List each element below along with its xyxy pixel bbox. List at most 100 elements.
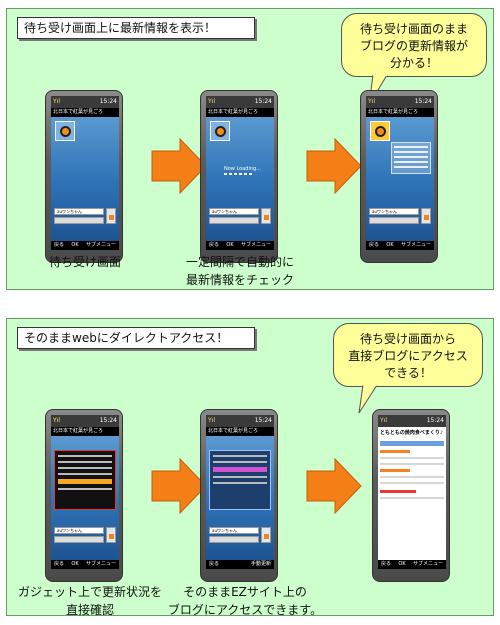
caption-line: 待ち受け画面	[48, 255, 121, 269]
search-field[interactable]: auワンちゃん	[369, 208, 419, 215]
bubble-line: できる！	[384, 366, 432, 380]
softkey-submenu[interactable]: サブメニュー	[240, 242, 271, 248]
bubble-tail	[358, 385, 378, 414]
clock: 15:24	[426, 417, 444, 424]
bubble-line: 分かる！	[389, 56, 438, 70]
link-list-overlay[interactable]	[209, 450, 271, 510]
phone-gadget-detail: Yıl 15:24 北日本で紅葉が見ごろ auワンちゃん 戻る OK サブメニュ…	[45, 409, 123, 582]
caption-line: ガジェット上で更新状況を	[17, 585, 162, 599]
search-field[interactable]: auワンちゃん	[209, 208, 259, 215]
softkey-bar: 戻る OK サブメニュー	[366, 241, 434, 250]
search-field[interactable]: auワンちゃん	[54, 527, 104, 534]
softkey-back[interactable]: 戻る	[369, 242, 380, 248]
bubble-line: 待ち受け画面から	[359, 332, 456, 346]
category-buttons[interactable]	[54, 536, 104, 543]
softkey-bar: 戻る OK サブメニュー	[51, 560, 119, 569]
category-buttons[interactable]	[209, 217, 259, 224]
caption-line: 直接確認	[65, 603, 114, 617]
softkey-submenu[interactable]: サブメニュー	[85, 242, 116, 248]
caption-line: ブログにアクセスできます。	[167, 603, 323, 617]
search-field[interactable]: auワンちゃん	[54, 208, 104, 215]
speech-bubble: 待ち受け画面のまま ブログの更新情報が 分かる！	[341, 13, 487, 77]
update-info-box	[391, 142, 431, 174]
update-status-overlay[interactable]	[54, 450, 116, 510]
caption-step1: ガジェット上で更新状況を 直接確認	[15, 583, 165, 619]
softkey-ok[interactable]: OK	[386, 242, 394, 248]
gadget-title: 北日本で紅葉が見ごろ	[366, 108, 434, 117]
clock: 15:24	[99, 417, 117, 424]
softkey-bar: 戻る OK サブメニュー	[378, 560, 446, 569]
gadget-title: 北日本で紅葉が見ごろ	[51, 108, 119, 117]
softkey-submenu[interactable]: サブメニュー	[412, 561, 443, 567]
category-buttons[interactable]	[369, 217, 419, 224]
caption-line: 最新情報をチェック	[185, 273, 294, 287]
phone-standby: Yıl 15:24 北日本で紅葉が見ごろ auワンちゃん 戻る OK サブメニュ…	[45, 90, 123, 263]
gadget-title: 北日本で紅葉が見ごろ	[51, 427, 119, 436]
softkey-back[interactable]: 戻る	[54, 561, 65, 567]
caption-step2: 一定間隔で自動的に 最新情報をチェック	[175, 253, 305, 289]
phone-screen: Yıl 15:24 北日本で紅葉が見ごろ auワンちゃん 戻る 手動更新	[206, 415, 274, 569]
softkey-ok[interactable]: OK	[398, 561, 406, 567]
softkey-back[interactable]: 戻る	[54, 242, 65, 248]
phone-screen: Yıl 15:24 北日本で紅葉が見ごろ auワンちゃん 戻る OK サブメニュ…	[366, 96, 434, 250]
speech-bubble: 待ち受け画面から 直接ブログにアクセス できる！	[333, 323, 483, 387]
status-bar: Yıl 15:24	[51, 96, 119, 108]
phone-screen: Yıl 15:24 北日本で紅葉が見ごろ Now Loading... auワン…	[206, 96, 274, 250]
arrow-right-icon	[151, 457, 207, 515]
softkey-bar: 戻る OK サブメニュー	[206, 241, 274, 250]
softkey-back[interactable]: 戻る	[209, 242, 220, 248]
softkey-back[interactable]: 戻る	[381, 561, 392, 567]
softkey-manual-update[interactable]: 手動更新	[250, 561, 271, 567]
blog-title: ともともの焼肉食べまくり♪	[380, 430, 444, 436]
gadget-title: 北日本で紅葉が見ごろ	[206, 108, 274, 117]
phone-loading: Yıl 15:24 北日本で紅葉が見ごろ Now Loading... auワン…	[200, 90, 278, 263]
clock: 15:24	[254, 417, 272, 424]
phone-updated: Yıl 15:24 北日本で紅葉が見ごろ auワンちゃん 戻る OK サブメニュ…	[360, 90, 438, 263]
softkey-bar: 戻る OK サブメニュー	[51, 241, 119, 250]
blog-web-page[interactable]: ともともの焼肉食べまくり♪	[378, 427, 446, 560]
phone-screen: Yıl 15:24 ともともの焼肉食べまくり♪ 戻る OK サブメニュー	[378, 415, 446, 569]
au-icon	[261, 527, 271, 543]
caption-line: そのままEZサイト上の	[183, 585, 307, 599]
softkey-back[interactable]: 戻る	[209, 561, 220, 567]
panel-realtime-display: 待ち受け画面上に最新情報を表示！ 待ち受け画面のまま ブログの更新情報が 分かる…	[6, 8, 494, 290]
panel-title: そのままwebにダイレクトアクセス！	[17, 327, 255, 349]
gadget-title: 北日本で紅葉が見ごろ	[206, 427, 274, 436]
bubble-line: 直接ブログにアクセス	[348, 349, 468, 363]
phone-link-select: Yıl 15:24 北日本で紅葉が見ごろ auワンちゃん 戻る 手動更新	[200, 409, 278, 582]
au-icon	[106, 208, 116, 224]
arrow-right-icon	[306, 137, 362, 195]
phone-screen: Yıl 15:24 北日本で紅葉が見ごろ auワンちゃん 戻る OK サブメニュ…	[51, 415, 119, 569]
status-bar: Yıl 15:24	[206, 415, 274, 427]
search-field[interactable]: auワンちゃん	[209, 527, 259, 534]
arrow-right-icon	[151, 137, 207, 195]
clock: 15:24	[99, 98, 117, 105]
blog-avatar-icon	[370, 121, 390, 141]
arrow-right-icon	[306, 457, 362, 515]
category-buttons[interactable]	[209, 536, 259, 543]
softkey-ok[interactable]: OK	[71, 561, 79, 567]
au-icon	[421, 208, 431, 224]
softkey-submenu[interactable]: サブメニュー	[85, 561, 116, 567]
blog-avatar-icon	[210, 121, 230, 141]
clock: 15:24	[414, 98, 432, 105]
loading-text: Now Loading...	[224, 166, 261, 172]
status-bar: Yıl 15:24	[51, 415, 119, 427]
phone-screen: Yıl 15:24 北日本で紅葉が見ごろ auワンちゃん 戻る OK サブメニュ…	[51, 96, 119, 250]
panel-direct-access: そのままwebにダイレクトアクセス！ 待ち受け画面から 直接ブログにアクセス で…	[6, 318, 494, 619]
softkey-ok[interactable]: OK	[71, 242, 79, 248]
clock: 15:24	[254, 98, 272, 105]
caption-step2: そのままEZサイト上の ブログにアクセスできます。	[165, 583, 325, 619]
phone-blog-page: Yıl 15:24 ともともの焼肉食べまくり♪ 戻る OK サブメニュー	[372, 409, 450, 582]
category-buttons[interactable]	[54, 217, 104, 224]
softkey-bar: 戻る 手動更新	[206, 560, 274, 569]
bubble-line: ブログの更新情報が	[359, 39, 468, 53]
au-icon	[106, 527, 116, 543]
softkey-submenu[interactable]: サブメニュー	[400, 242, 431, 248]
status-bar: Yıl 15:24	[366, 96, 434, 108]
loading-indicator-icon	[224, 173, 252, 175]
panel-title: 待ち受け画面上に最新情報を表示！	[17, 17, 255, 39]
caption-line: 一定間隔で自動的に	[185, 255, 294, 269]
softkey-ok[interactable]: OK	[226, 242, 234, 248]
status-bar: Yıl 15:24	[206, 96, 274, 108]
